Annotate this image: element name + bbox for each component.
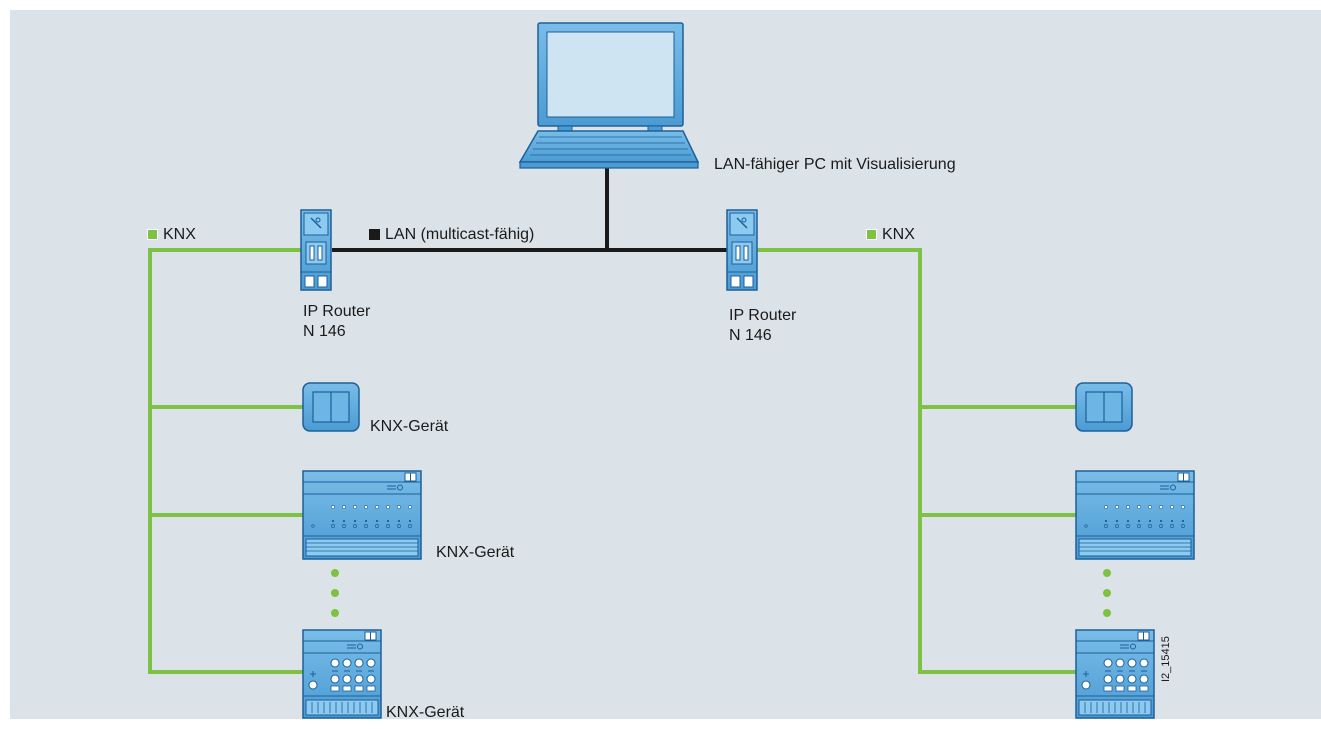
router-left-model: N 146 bbox=[303, 323, 346, 340]
knx-lines-right bbox=[756, 248, 1076, 674]
ip-router-right bbox=[726, 209, 758, 291]
continuation-dots-left bbox=[331, 569, 339, 617]
lan-legend-label: LAN (multicast-fähig) bbox=[385, 226, 535, 243]
router-right-model: N 146 bbox=[729, 327, 772, 344]
knx-switch-actuator-right bbox=[1075, 629, 1155, 719]
knx-switch-actuator-left bbox=[302, 629, 382, 719]
diagram-graphics bbox=[148, 22, 1195, 719]
wall-switch-left bbox=[302, 382, 360, 432]
knx-actuator-right bbox=[1075, 470, 1195, 560]
device-label-1: KNX-Gerät bbox=[370, 418, 449, 435]
knx-legend-swatch-right bbox=[866, 229, 877, 240]
router-left-label: IP Router N 146 bbox=[303, 302, 370, 342]
knx-lines-left bbox=[148, 248, 303, 674]
knx-legend-right: KNX bbox=[866, 225, 915, 245]
knx-legend-label-right: KNX bbox=[882, 226, 915, 243]
network-diagram: LAN-fähiger PC mit Visualisierung LAN (m… bbox=[10, 10, 1321, 719]
device-label-2: KNX-Gerät bbox=[436, 544, 515, 561]
router-right-label: IP Router N 146 bbox=[729, 306, 796, 346]
pc-label: LAN-fähiger PC mit Visualisierung bbox=[714, 156, 956, 173]
router-left-name: IP Router bbox=[303, 303, 371, 320]
lan-legend-swatch bbox=[369, 229, 380, 240]
knx-legend-left: KNX bbox=[147, 225, 196, 245]
wall-switch-right bbox=[1075, 382, 1133, 432]
ip-router-left bbox=[300, 209, 332, 291]
figure-code: I2_15415 bbox=[1160, 636, 1172, 682]
knx-legend-label-left: KNX bbox=[163, 226, 196, 243]
laptop-pc bbox=[518, 22, 700, 169]
router-right-name: IP Router bbox=[729, 307, 797, 324]
knx-actuator-left bbox=[302, 470, 422, 560]
lan-legend: LAN (multicast-fähig) bbox=[369, 225, 534, 245]
device-label-3: KNX-Gerät bbox=[386, 704, 465, 719]
lan-lines bbox=[332, 168, 727, 252]
knx-legend-swatch-left bbox=[147, 229, 158, 240]
continuation-dots-right bbox=[1103, 569, 1111, 617]
